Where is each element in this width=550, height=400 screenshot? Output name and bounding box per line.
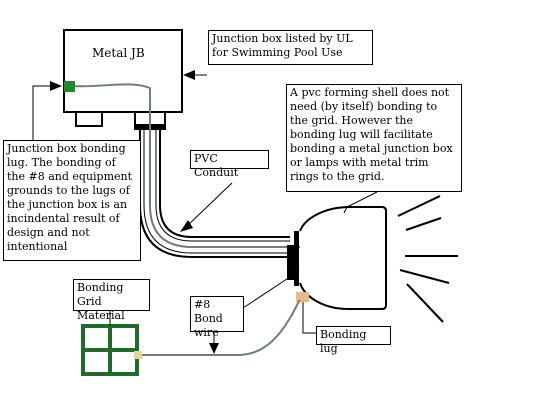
metal-jb-label: Metal JB [92, 46, 145, 60]
pvc-conduit-outer-right [159, 129, 290, 238]
bonding-grid-material-label: Bonding Grid Material [73, 279, 150, 322]
leader-pvc-shell [343, 191, 378, 214]
grid-bonding-lug [134, 351, 142, 359]
leader-bonding-lug [302, 302, 316, 334]
light-housing [299, 206, 387, 310]
leader-jb-lug [32, 85, 52, 140]
bonding-lug-label: Bonding lug [316, 326, 391, 355]
light-conduit-connector [287, 245, 295, 280]
pvc-conduit-inner-left [143, 129, 290, 254]
jb-bonding-lug [64, 81, 75, 92]
metal-junction-box [63, 29, 183, 113]
light-ray [405, 217, 442, 231]
arrow-icon [183, 70, 195, 80]
light-ray [406, 283, 444, 323]
light-ray [397, 195, 441, 217]
junction-box-bonding-lug-note: Junction box bonding lug. The bonding of… [3, 140, 141, 261]
arrow-icon [50, 81, 62, 91]
arrow-icon [180, 220, 193, 232]
light-conduit-connector-ring [294, 231, 299, 286]
light-ray [399, 269, 450, 284]
pvc-conduit-label: PVC Conduit [190, 150, 269, 179]
arrow-icon [209, 343, 219, 354]
leader-pvc-conduit [186, 182, 233, 227]
pvc-shell-note: A pvc forming shell does not need (by it… [286, 84, 462, 192]
junction-box-ul-note: Junction box listed by UL for Swimming P… [208, 30, 373, 65]
pvc-conduit-inner-right [155, 129, 290, 242]
fixture-bonding-lug [296, 292, 309, 302]
jb-hub-left [75, 111, 103, 127]
leader-bond-wire [239, 270, 300, 311]
bond-wire-label: #8 Bond wire [190, 296, 244, 339]
bond-wire-grid [142, 299, 301, 356]
